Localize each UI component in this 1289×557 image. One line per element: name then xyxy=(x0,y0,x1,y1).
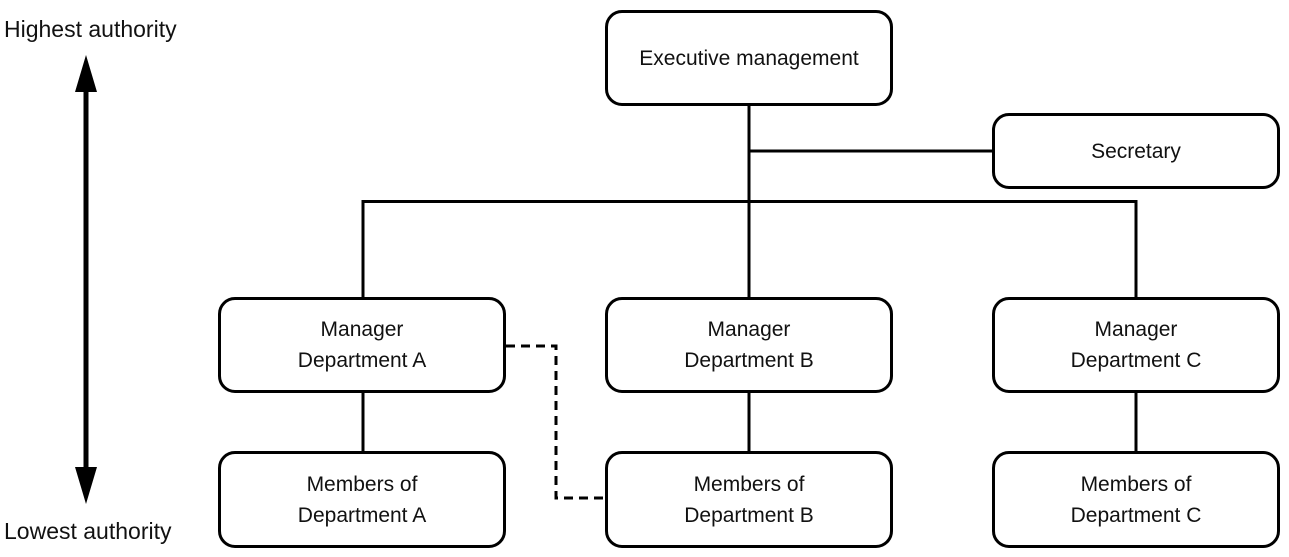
dashed-connector-manager-a-members-b xyxy=(506,344,605,500)
node-secretary: Secretary xyxy=(992,113,1280,189)
node-label-line1: Members of xyxy=(693,472,805,496)
arrow-head-up-icon xyxy=(75,55,97,92)
node-label-line2: Department A xyxy=(297,503,427,527)
authority-axis-arrow xyxy=(75,55,97,504)
node-manager-department-c: Manager Department C xyxy=(992,297,1280,393)
node-label-line2: Department C xyxy=(1070,349,1202,372)
axis-label-highest-authority: Highest authority xyxy=(4,16,177,42)
arrow-shaft xyxy=(83,86,89,474)
node-executive-management: Executive management xyxy=(605,10,893,106)
node-label-line1: Manager xyxy=(320,318,404,341)
node-label-line1: Manager xyxy=(1094,318,1178,341)
node-label-line2: Department C xyxy=(1070,503,1202,527)
node-label-line2: Department B xyxy=(684,503,814,527)
node-manager-department-a: Manager Department A xyxy=(218,297,506,393)
node-label-line2: Department A xyxy=(297,349,427,372)
node-label-line1: Manager xyxy=(707,318,791,341)
node-members-department-a: Members of Department A xyxy=(218,451,506,548)
node-members-department-b: Members of Department B xyxy=(605,451,893,548)
node-label-line2: Department B xyxy=(684,349,814,372)
node-manager-department-b: Manager Department B xyxy=(605,297,893,393)
node-members-department-c: Members of Department C xyxy=(992,451,1280,548)
node-label: Executive management xyxy=(639,46,859,70)
node-label-line1: Members of xyxy=(1080,472,1192,496)
arrow-head-down-icon xyxy=(75,467,97,504)
axis-label-lowest-authority: Lowest authority xyxy=(4,518,172,544)
node-label-line1: Members of xyxy=(306,472,418,496)
node-label: Secretary xyxy=(1091,139,1181,163)
